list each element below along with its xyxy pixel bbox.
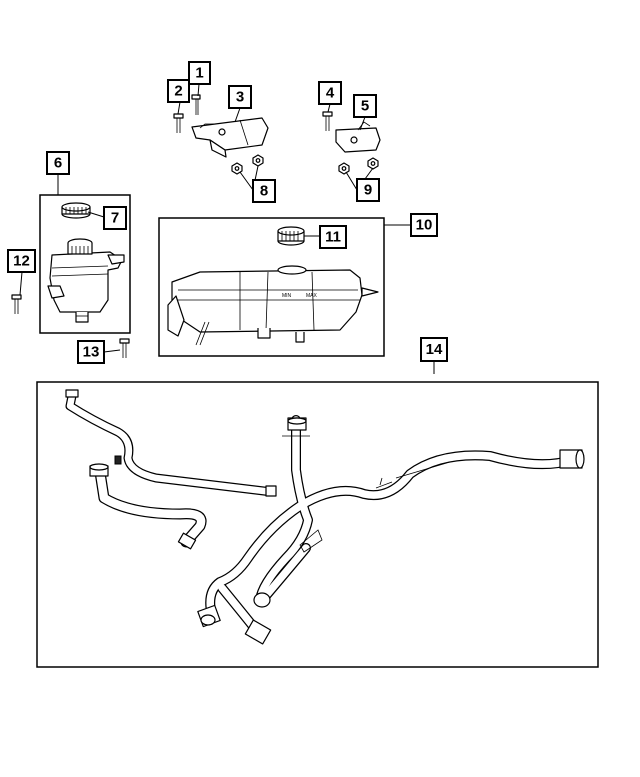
frame-group-10	[158, 217, 385, 357]
svg-text:4: 4	[326, 85, 335, 102]
coolant-tank-10: MIN MAX	[167, 265, 379, 346]
nut-9-b	[367, 157, 379, 170]
svg-text:1: 1	[195, 65, 203, 82]
callout-11: 11	[319, 225, 347, 249]
svg-text:MAX: MAX	[306, 293, 318, 299]
svg-text:14: 14	[426, 341, 443, 358]
svg-text:12: 12	[13, 253, 30, 270]
bolt-4	[322, 111, 333, 131]
callout-4: 4	[318, 81, 342, 105]
callout-1: 1	[188, 61, 211, 85]
hose-assembly-14	[65, 389, 585, 645]
pressure-cap-11	[277, 226, 305, 246]
pressure-cap-7	[61, 202, 91, 219]
svg-text:8: 8	[260, 183, 268, 200]
nut-9-a	[338, 162, 350, 175]
svg-text:3: 3	[236, 89, 244, 106]
coolant-reservoir-6	[47, 238, 125, 323]
bracket-3	[191, 117, 269, 158]
bolt-12	[11, 294, 22, 314]
callout-3: 3	[228, 85, 252, 109]
svg-text:11: 11	[325, 229, 341, 246]
svg-text:6: 6	[54, 155, 62, 172]
svg-text:2: 2	[174, 83, 182, 100]
svg-text:10: 10	[416, 217, 433, 234]
callout-7: 7	[103, 206, 127, 230]
svg-text:MIN: MIN	[282, 293, 292, 299]
svg-text:5: 5	[361, 98, 369, 115]
svg-text:7: 7	[111, 210, 119, 227]
callout-13: 13	[77, 340, 105, 364]
bolt-2	[173, 113, 184, 133]
callout-6: 6	[46, 151, 70, 175]
callout-9: 9	[356, 178, 380, 202]
callout-5: 5	[353, 94, 377, 118]
callout-10: 10	[410, 213, 438, 237]
svg-text:13: 13	[83, 344, 100, 361]
bolt-13	[119, 338, 130, 358]
svg-text:9: 9	[364, 182, 372, 199]
nut-8-a	[231, 162, 243, 175]
bracket-5	[335, 121, 381, 153]
frame-group-6	[39, 194, 131, 334]
bolt-1	[191, 94, 201, 115]
callout-2: 2	[167, 79, 190, 103]
frame-group-14	[36, 381, 599, 668]
callout-8: 8	[252, 179, 276, 203]
callout-12: 12	[7, 249, 36, 273]
nut-8-b	[252, 154, 264, 167]
callout-14: 14	[420, 337, 448, 362]
